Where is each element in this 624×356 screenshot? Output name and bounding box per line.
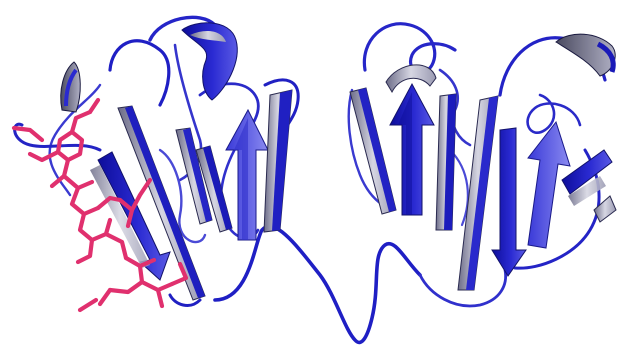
left-domain-beta-sheets xyxy=(61,23,292,300)
right-domain-beta-sheets xyxy=(350,34,616,290)
